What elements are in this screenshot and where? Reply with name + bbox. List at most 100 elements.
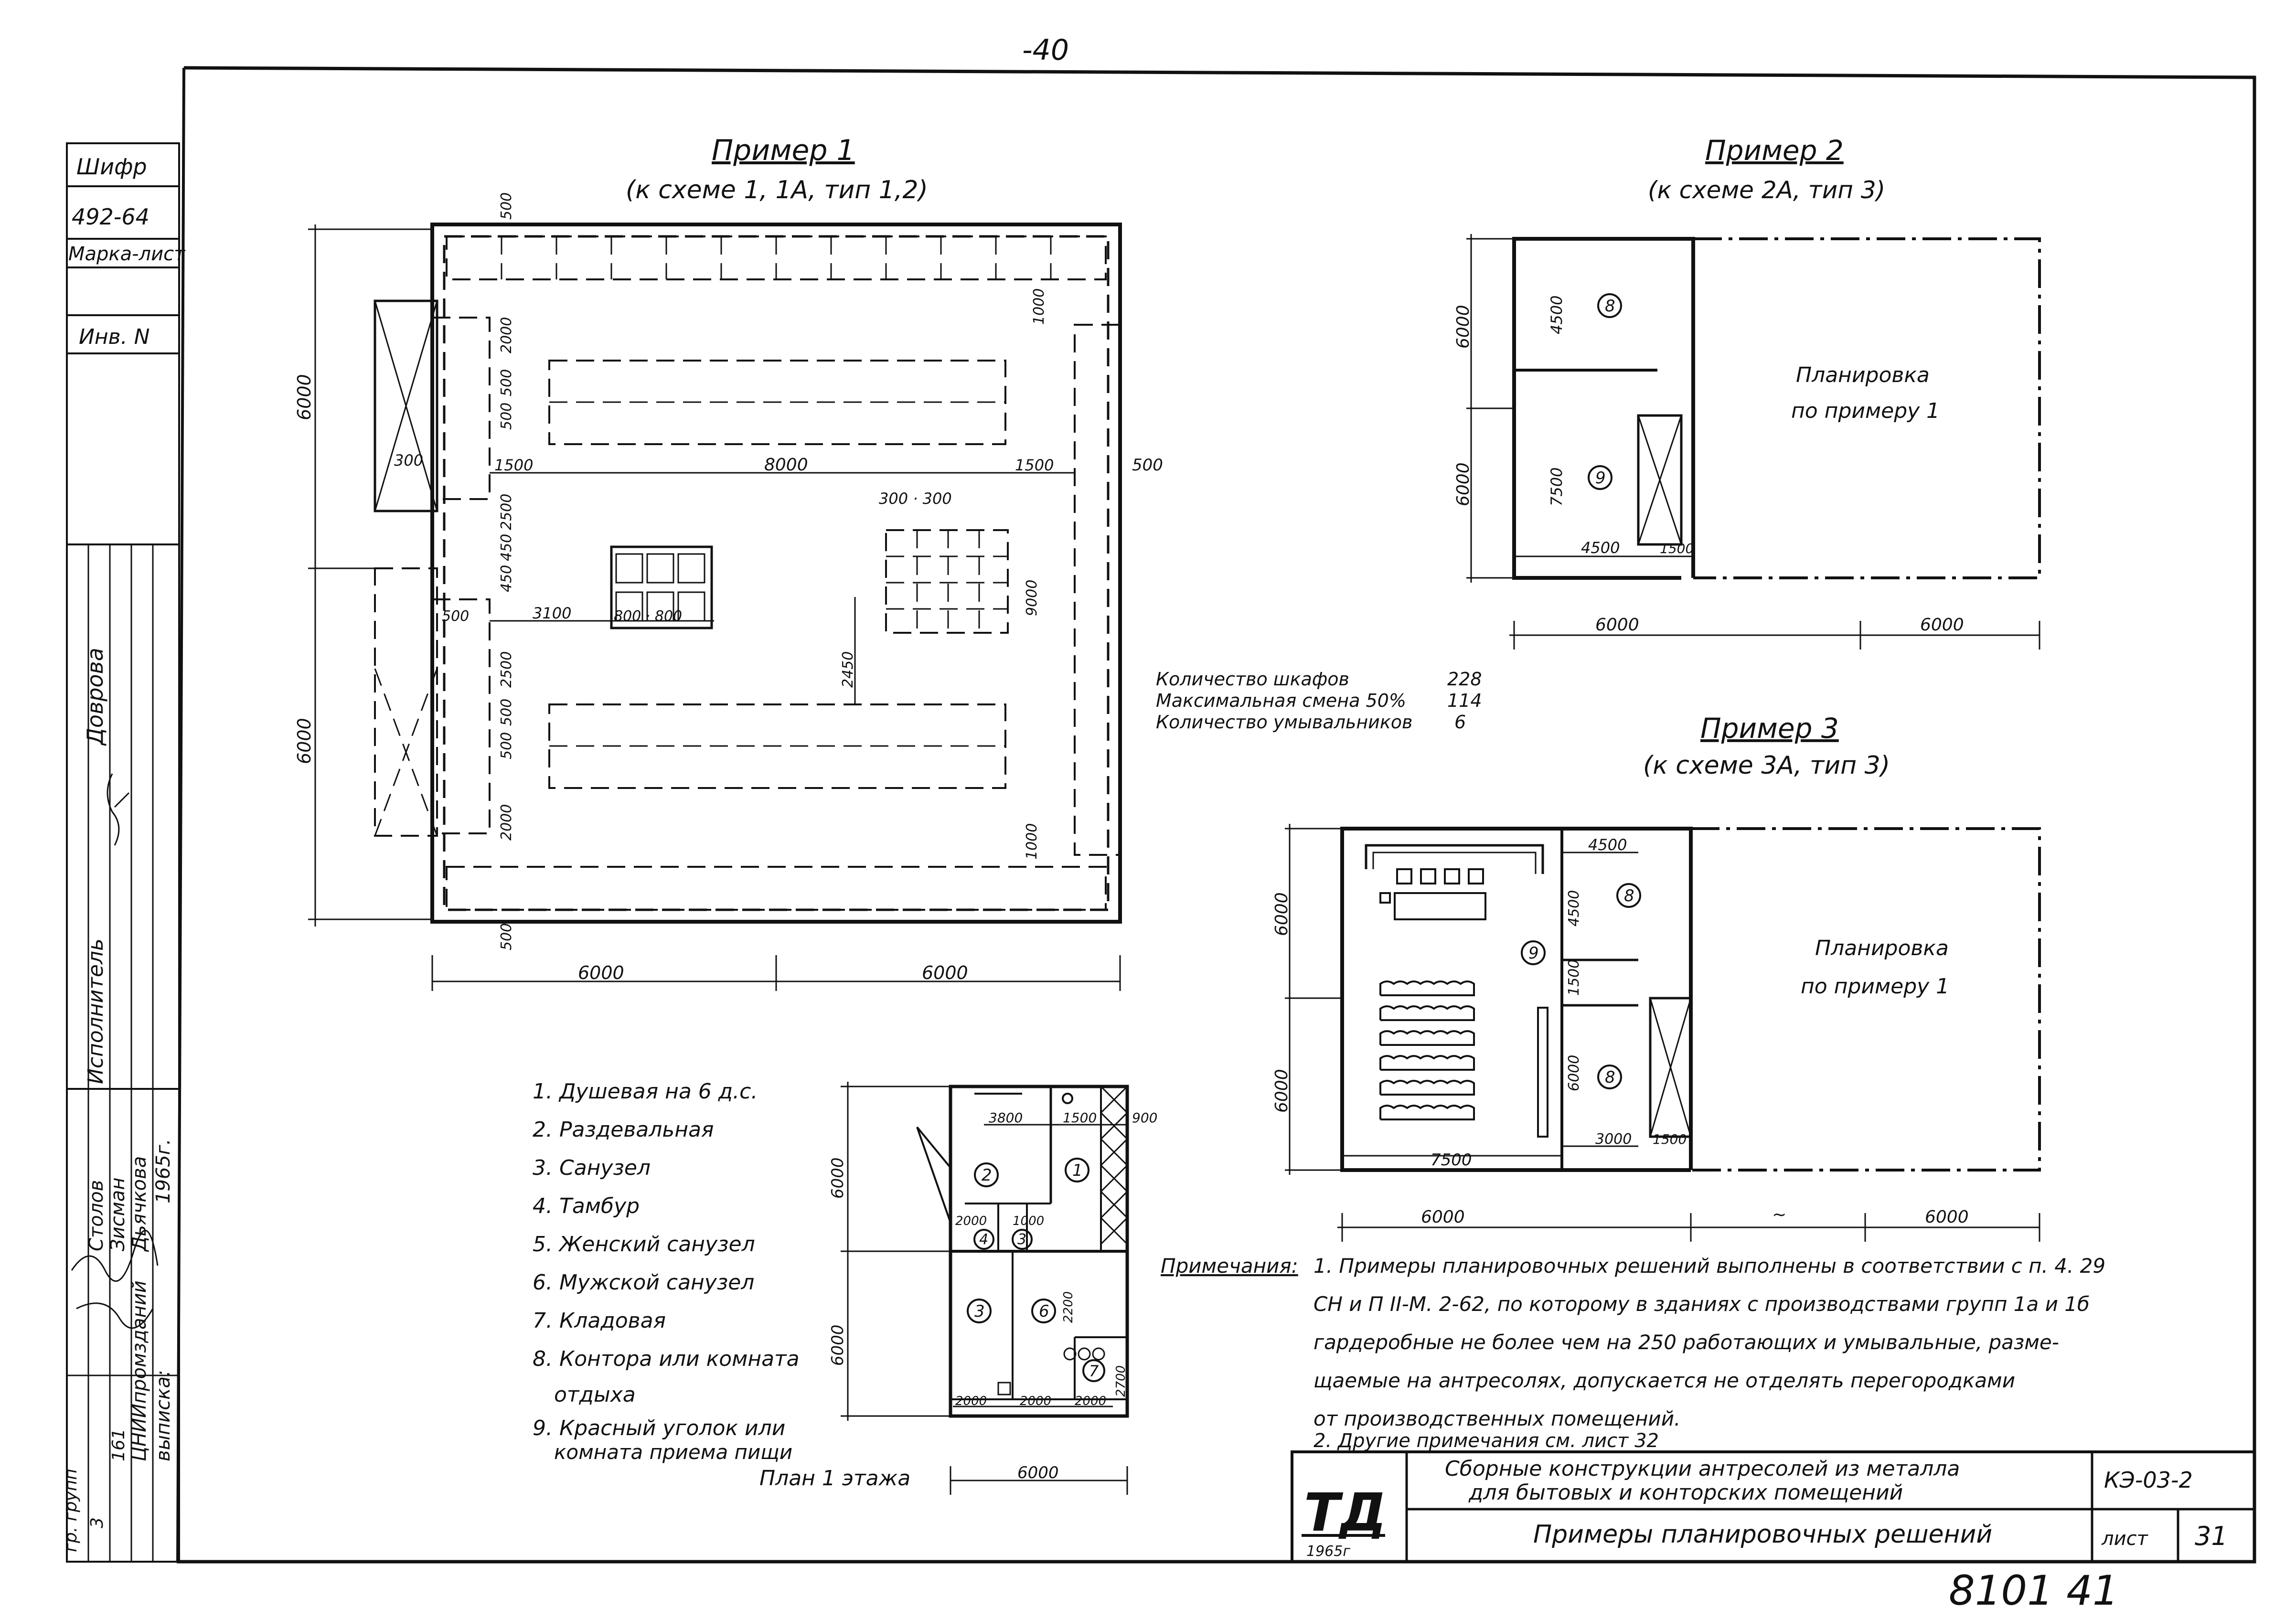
plan-room-7: 7 xyxy=(1089,1362,1099,1380)
title-sheet-number: 31 xyxy=(2195,1521,2228,1551)
example-1-title: Пример 1 xyxy=(712,134,855,167)
example-3-subtitle: (к схеме 3А, тип 3) xyxy=(1643,751,1890,780)
entrance-vestibule-lower xyxy=(374,567,438,837)
plan-dim-2000-a: 2000 xyxy=(955,1214,987,1228)
ex1-dim-8000: 8000 xyxy=(764,455,808,475)
ex1-dim-500-b: 500 xyxy=(498,403,515,430)
plan-dim-2000-d: 2000 xyxy=(1075,1394,1106,1408)
ex2-note-line1: Планировка xyxy=(1796,363,1930,387)
ex1-dim-500-c: 500 xyxy=(498,699,515,726)
ex1-dim-2000-top: 2000 xyxy=(498,317,515,353)
signature-scribble xyxy=(71,1230,159,1329)
plan-dim-2000-c: 2000 xyxy=(1020,1394,1051,1408)
stats-label-3: Количество умывальников xyxy=(1156,712,1412,733)
ex2-dim-6000-horiz-a: 6000 xyxy=(1595,615,1639,635)
notes-line-6: 2. Другие примечания см. лист 32 xyxy=(1314,1430,1659,1452)
ex1-dim-2450: 2450 xyxy=(840,651,856,688)
left-locker-column-lower xyxy=(431,598,491,834)
ex1-dim-300-left: 300 xyxy=(394,451,423,469)
ex2-dim-6000-vert-b: 6000 xyxy=(1453,462,1473,506)
group-num-1: 3 xyxy=(87,1517,107,1528)
ex1-dim-450-b: 450 xyxy=(498,565,515,592)
ex3-dim-1500-horiz: 1500 xyxy=(1653,1131,1687,1147)
stats-value-2: 114 xyxy=(1447,690,1482,711)
notes-label: Примечания: xyxy=(1161,1254,1298,1278)
ex1-dim-vert-6000-b: 6000 xyxy=(294,718,315,764)
person-2: Зисман xyxy=(107,1178,129,1251)
ex1-dim-2500-a: 2500 xyxy=(498,494,515,530)
ex1-dim-9000: 9000 xyxy=(1024,580,1040,616)
plan-dim-6000-vert-a: 6000 xyxy=(828,1157,847,1199)
ex1-dim-2500-b: 2500 xyxy=(498,651,515,688)
ex3-dim-tilde: ~ xyxy=(1772,1205,1786,1225)
signature-scribble-2 xyxy=(107,773,130,846)
legend-item-7: 7. Кладовая xyxy=(533,1309,666,1333)
legend-item-3: 3. Санузел xyxy=(533,1156,651,1180)
seat-row xyxy=(1379,1030,1475,1046)
stamp-extract: выписка: xyxy=(152,1370,174,1461)
title-year: 1965г xyxy=(1306,1543,1350,1560)
notes-line-5: от производственных помещений. xyxy=(1314,1407,1680,1430)
stats-label-2: Максимальная смена 50% xyxy=(1156,690,1406,711)
ex1-dim-horiz-6000-a: 6000 xyxy=(578,962,624,983)
plan-room-6: 6 xyxy=(1039,1302,1049,1321)
stamp-org: ЦНИИпромзданий xyxy=(128,1280,150,1461)
ex3-note-line2: по примеру 1 xyxy=(1801,974,1949,999)
title-line-2: для бытовых и конторских помещений xyxy=(1468,1481,1903,1505)
ex1-dim-3100: 3100 xyxy=(533,604,571,622)
plan-room-3b: 3 xyxy=(974,1302,985,1321)
washbasins xyxy=(610,545,713,629)
notes-line-1: 1. Примеры планировочных решений выполне… xyxy=(1314,1254,2105,1278)
inv-label: Инв. N xyxy=(79,325,150,349)
example-2-title: Пример 2 xyxy=(1705,134,1844,167)
ex2-stair xyxy=(1637,414,1683,546)
plan-stair xyxy=(1100,1086,1128,1252)
plan-dim-2700: 2700 xyxy=(1114,1365,1128,1397)
title-block: ТД 1965г Сборные конструкции антресолей … xyxy=(1291,1450,2256,1563)
ex3-dim-6000-vert-c: 6000 xyxy=(1566,1055,1582,1091)
plan-dim-2200: 2200 xyxy=(1061,1291,1076,1323)
ex3-room-8-upper: 8 xyxy=(1624,886,1634,905)
plan-room-1: 1 xyxy=(1072,1161,1083,1180)
example-2-subtitle: (к схеме 2А, тип 3) xyxy=(1648,176,1885,204)
ex1-dim-500-mid: 500 xyxy=(442,608,469,625)
ex3-dim-1500-vert: 1500 xyxy=(1566,959,1582,996)
plan-dim-1500: 1500 xyxy=(1063,1110,1097,1126)
title-logo: ТД xyxy=(1304,1482,1387,1543)
seat-row xyxy=(1379,1105,1475,1120)
legend-item-4: 4. Тамбур xyxy=(533,1194,640,1218)
ex1-dim-1000-bottom: 1000 xyxy=(1024,823,1040,860)
example-1: Пример 1 (к схеме 1, 1А, тип 1,2) xyxy=(294,134,1163,991)
seat-row xyxy=(1379,1080,1475,1096)
title-sheet-label: лист xyxy=(2101,1528,2149,1550)
ex1-dim-horiz-6000-b: 6000 xyxy=(922,962,968,983)
ex3-dim-6000-horiz-b: 6000 xyxy=(1925,1207,1969,1227)
plan-dim-900: 900 xyxy=(1132,1110,1157,1126)
ex1-dim-500-bottom: 500 xyxy=(498,923,515,950)
legend-item-5: 5. Женский санузел xyxy=(533,1232,755,1257)
author-label: Исполнитель xyxy=(84,938,108,1084)
ex1-dim-2000-bottom: 2000 xyxy=(498,804,515,841)
mark-label: Марка-лист xyxy=(68,243,186,265)
ex2-dim-4500-vert: 4500 xyxy=(1548,296,1566,334)
notes-line-4: щаемые на антресолях, допускается не отд… xyxy=(1314,1369,2015,1392)
page-number: -40 xyxy=(1022,33,1069,67)
ex2-dim-1500-horiz: 1500 xyxy=(1660,541,1694,556)
title-code: КЭ-03-2 xyxy=(2104,1467,2193,1493)
checked-name: Доврова xyxy=(82,648,108,746)
ex3-dim-7500: 7500 xyxy=(1431,1150,1472,1170)
group-label: гр. групп xyxy=(61,1469,81,1552)
ex2-note-line2: по примеру 1 xyxy=(1791,399,1940,423)
cipher-value: 492-64 xyxy=(72,204,150,230)
plan-room-2: 2 xyxy=(982,1166,992,1185)
title-subtitle: Примеры планировочных решений xyxy=(1533,1520,1992,1549)
ex1-dim-500-d: 500 xyxy=(498,732,515,759)
stamp-year: 1965г. xyxy=(152,1139,174,1204)
ex1-dim-450-a: 450 xyxy=(498,534,515,561)
ex2-room-9: 9 xyxy=(1595,469,1606,488)
ex1-dim-1000-top: 1000 xyxy=(1031,288,1047,325)
stats-value-1: 228 xyxy=(1447,669,1482,690)
example-2: Пример 2 (к схеме 2А, тип 3) 8 9 Планиро… xyxy=(1453,134,2041,650)
plan-dim-1000: 1000 xyxy=(1013,1214,1044,1228)
ex1-dim-500-right: 500 xyxy=(1132,456,1163,475)
